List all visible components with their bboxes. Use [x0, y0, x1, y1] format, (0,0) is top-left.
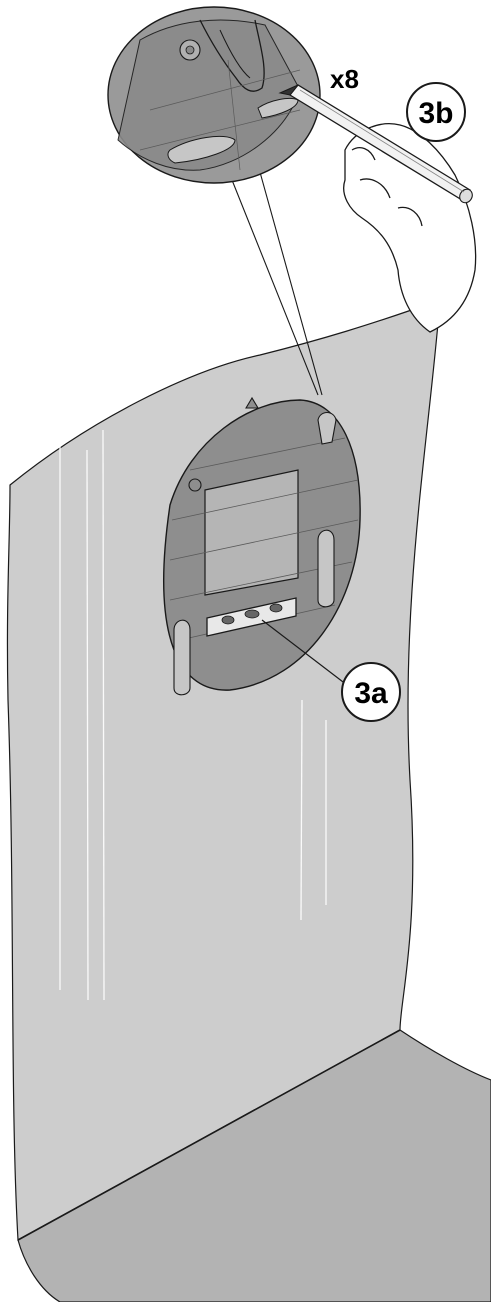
step-label-3a: 3a	[354, 677, 388, 710]
step-badge-3a: 3a	[341, 662, 401, 722]
magnifier-detail	[107, 6, 321, 184]
spirit-level-icon	[206, 597, 297, 637]
step-badge-3b: 3b	[406, 82, 466, 142]
callout-lines	[227, 164, 323, 396]
callout-leader-3a	[261, 619, 348, 686]
multiplier-label: x8	[330, 64, 359, 94]
step-label-3b: 3b	[418, 97, 453, 130]
pencil-icon	[278, 84, 473, 204]
mounting-plate-icon	[163, 396, 361, 696]
